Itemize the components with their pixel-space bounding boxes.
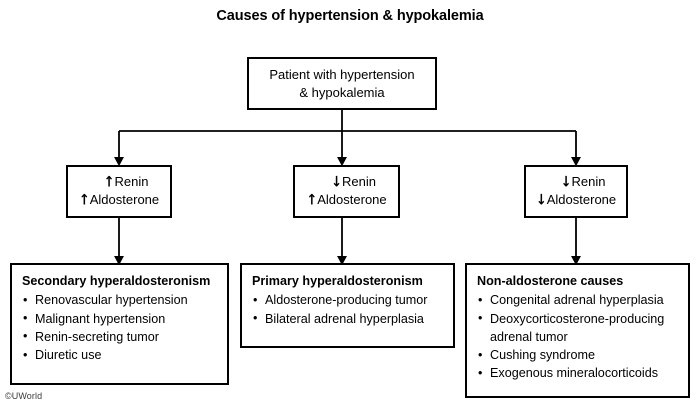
page-title: Causes of hypertension & hypokalemia — [216, 8, 484, 24]
bullet-icon: • — [23, 311, 28, 325]
list-item-text: Bilateral adrenal hyperplasia — [265, 311, 424, 326]
cause-heading: Primary hyperaldosteronism — [252, 274, 423, 288]
node-patient-with-hypertension-and-hypokalemia: Patient with hypertension & hypokalemia — [247, 57, 437, 110]
aldosterone-up-arrow-icon: ↑ — [306, 191, 318, 209]
renin-label: Renin — [341, 173, 376, 189]
list-item: • Diuretic use — [20, 346, 219, 364]
list-item: • Deoxycorticosterone-producing adrenal … — [475, 310, 680, 347]
root-line-1: Patient with hypertension — [269, 66, 415, 82]
renin-up-arrow-icon: ↑ — [103, 173, 115, 191]
list-item: • Exogenous mineralocorticoids — [475, 364, 680, 382]
list-item: • Aldosterone-producing tumor — [250, 291, 445, 309]
renin-label: Renin — [114, 173, 149, 189]
list-item-text: Exogenous mineralocorticoids — [490, 366, 659, 381]
renin-down-arrow-icon: ↓ — [560, 173, 572, 191]
renin-row: ↓Renin — [317, 174, 376, 192]
renin-row: ↓Renin — [547, 174, 606, 192]
bullet-icon: • — [478, 311, 483, 325]
list-item: • Renin-secreting tumor — [20, 328, 219, 346]
bullet-icon: • — [253, 292, 258, 307]
cause-list: • Renovascular hypertension • Malignant … — [20, 291, 219, 364]
cause-heading: Secondary hyperaldosteronism — [22, 274, 211, 288]
cause-list: • Aldosterone-producing tumor • Bilatera… — [250, 291, 445, 328]
list-item: • Bilateral adrenal hyperplasia — [250, 310, 445, 328]
aldosterone-down-arrow-icon: ↓ — [535, 191, 547, 209]
aldosterone-label: Aldosterone — [546, 191, 617, 207]
list-item-text: Deoxycorticosterone-producing — [490, 311, 665, 326]
cause-list: • Congenital adrenal hyperplasia • Deoxy… — [475, 291, 680, 382]
list-item-text: Renin-secreting tumor — [35, 329, 159, 344]
aldosterone-row: ↓Aldosterone — [535, 191, 617, 210]
bullet-icon: • — [23, 347, 28, 362]
aldosterone-label: Aldosterone — [317, 191, 387, 207]
list-item: • Congenital adrenal hyperplasia — [475, 291, 680, 309]
renin-label: Renin — [571, 173, 606, 189]
list-item-text-continued: adrenal tumor — [490, 329, 568, 344]
node-non-aldosterone-causes: Non-aldosterone causes • Congenital adre… — [465, 263, 690, 398]
node-low-renin-high-aldosterone: ↓Renin ↑Aldosterone — [293, 165, 400, 218]
bullet-icon: • — [23, 292, 28, 307]
node-secondary-hyperaldosteronism: Secondary hyperaldosteronism • Renovascu… — [10, 263, 229, 385]
node-low-renin-low-aldosterone: ↓Renin ↓Aldosterone — [524, 165, 628, 218]
aldosterone-up-arrow-icon: ↑ — [78, 191, 90, 209]
aldosterone-row: ↑Aldosterone — [306, 191, 387, 210]
aldosterone-row: ↑Aldosterone — [78, 191, 160, 210]
list-item: • Cushing syndrome — [475, 346, 680, 364]
bullet-icon: • — [478, 347, 483, 362]
uworld-watermark: ©UWorld — [5, 391, 43, 401]
renin-row: ↑Renin — [90, 174, 149, 192]
list-item-text: Malignant hypertension — [35, 311, 166, 326]
cause-heading: Non-aldosterone causes — [477, 274, 624, 288]
list-item-text: Diuretic use — [35, 348, 102, 362]
list-item-text: Cushing syndrome — [490, 348, 595, 362]
list-item: • Renovascular hypertension — [20, 291, 219, 309]
node-high-renin-high-aldosterone: ↑Renin ↑Aldosterone — [66, 165, 172, 218]
bullet-icon: • — [23, 329, 28, 344]
bullet-icon: • — [253, 311, 258, 325]
aldosterone-label: Aldosterone — [89, 191, 160, 207]
renin-down-arrow-icon: ↓ — [331, 173, 342, 191]
bullet-icon: • — [478, 292, 483, 307]
list-item-text: Aldosterone-producing tumor — [265, 293, 428, 308]
root-line-2: & hypokalemia — [299, 84, 385, 100]
list-item-text: Renovascular hypertension — [35, 293, 188, 308]
bullet-icon: • — [478, 365, 483, 380]
list-item-text: Congenital adrenal hyperplasia — [490, 293, 664, 308]
list-item: • Malignant hypertension — [20, 310, 219, 328]
node-primary-hyperaldosteronism: Primary hyperaldosteronism • Aldosterone… — [240, 263, 455, 348]
